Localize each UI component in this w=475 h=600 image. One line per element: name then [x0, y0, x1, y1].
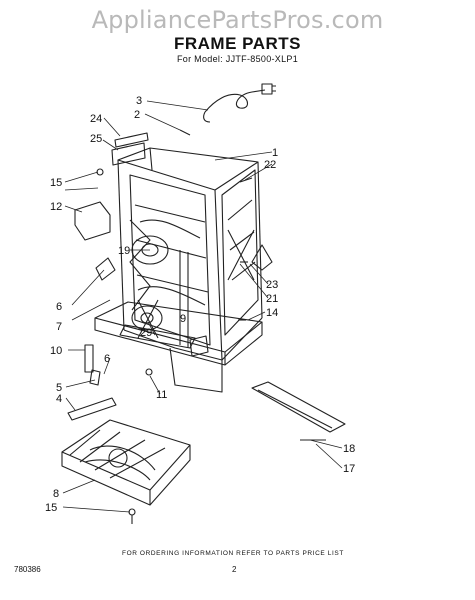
- callout-23: 23: [266, 279, 278, 291]
- small-parts: [67, 129, 273, 524]
- watermark: AppliancePartsPros.com: [91, 6, 384, 34]
- callout-1: 1: [272, 147, 278, 159]
- ordering-note: FOR ORDERING INFORMATION REFER TO PARTS …: [122, 550, 344, 557]
- leader-lines: [62, 100, 343, 513]
- callout-8: 8: [53, 488, 59, 500]
- callout-29: 29: [140, 327, 152, 339]
- callout-6-left: 6: [56, 301, 62, 313]
- callout-15-bottom: 15: [45, 502, 57, 514]
- callout-5: 5: [56, 382, 62, 394]
- callout-labels: 3 2 1 22 24 25 15 12 19 29 23 21 14 6 7 …: [45, 95, 355, 514]
- callout-17: 17: [343, 463, 355, 475]
- callout-4: 4: [56, 393, 62, 405]
- callout-7: 7: [56, 321, 62, 333]
- model-subtitle: For Model: JJTF-8500-XLP1: [176, 54, 299, 64]
- callout-14: 14: [266, 307, 278, 319]
- callout-24: 24: [90, 113, 102, 125]
- callout-25: 25: [90, 133, 102, 145]
- right-rail: [251, 381, 346, 441]
- callout-22: 22: [264, 159, 276, 171]
- callout-18: 18: [343, 443, 355, 455]
- callout-2: 2: [134, 109, 140, 121]
- bottom-cover: [61, 419, 191, 506]
- frame-tower: [117, 147, 263, 361]
- base-plate: [94, 301, 263, 393]
- callout-9: 9: [180, 313, 186, 325]
- callout-21: 21: [266, 293, 278, 305]
- callout-11: 11: [156, 389, 167, 401]
- callout-10: 10: [50, 345, 62, 357]
- callout-19: 19: [118, 245, 130, 257]
- page-title: FRAME PARTS: [173, 34, 301, 53]
- callout-15-top: 15: [50, 177, 62, 189]
- document-code: 780386: [14, 565, 41, 574]
- callout-12: 12: [50, 201, 62, 213]
- callout-6-mid: 6: [104, 353, 110, 365]
- power-cord: [203, 83, 276, 123]
- callout-3: 3: [136, 95, 142, 107]
- page-number: 2: [232, 565, 237, 574]
